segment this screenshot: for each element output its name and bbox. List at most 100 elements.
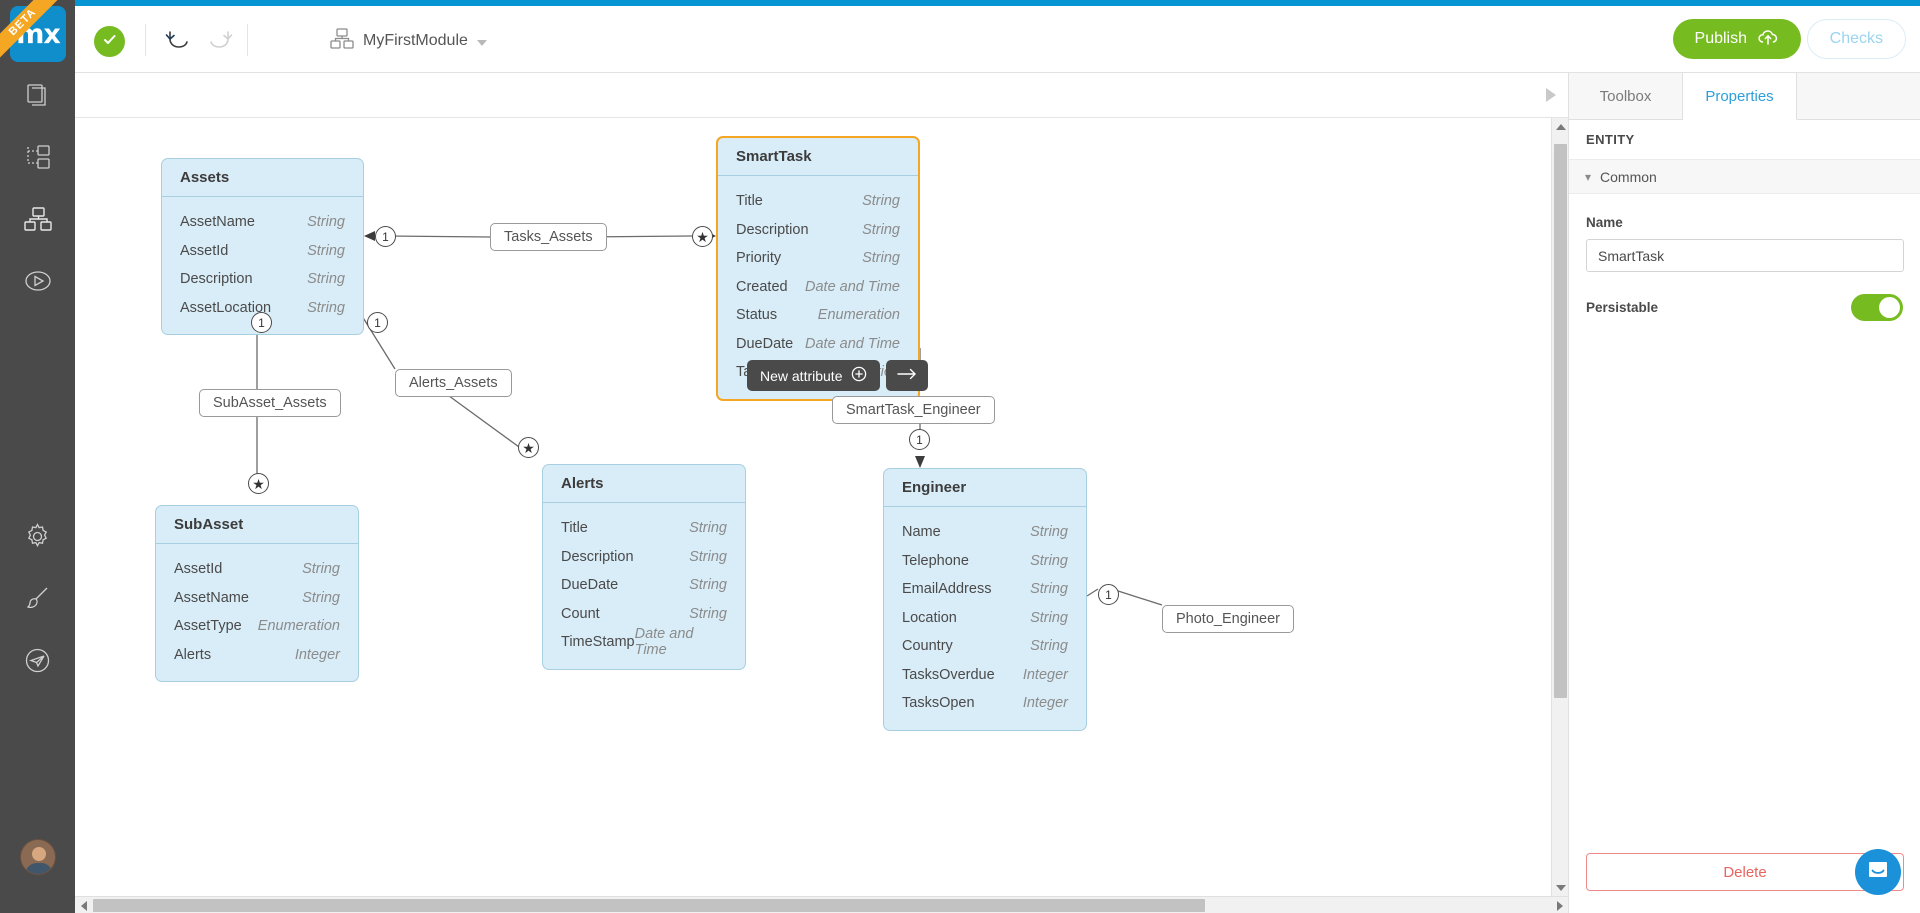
- horizontal-scroll-thumb[interactable]: [93, 899, 1205, 912]
- toggle-knob: [1879, 297, 1900, 318]
- module-selector[interactable]: MyFirstModule: [330, 24, 487, 58]
- persistable-toggle[interactable]: [1851, 294, 1903, 321]
- scroll-right-button[interactable]: [1551, 897, 1568, 913]
- redo-button[interactable]: [203, 24, 239, 58]
- name-input[interactable]: [1586, 239, 1904, 272]
- undo-button[interactable]: [159, 24, 195, 58]
- cardinality-badge: ★: [518, 437, 539, 458]
- checks-label: Checks: [1829, 30, 1883, 47]
- user-avatar[interactable]: [20, 839, 56, 875]
- chat-bubble-icon: [1866, 858, 1890, 887]
- sidebar-item-settings[interactable]: [0, 505, 75, 567]
- cardinality-badge: ★: [692, 226, 713, 247]
- persistable-label: Persistable: [1586, 300, 1659, 315]
- feedback-send-icon: [24, 647, 51, 674]
- attribute-name: TasksOverdue: [902, 666, 995, 683]
- checkmark-icon: [101, 31, 118, 53]
- checks-button[interactable]: Checks: [1806, 19, 1906, 59]
- canvas-horizontal-scrollbar[interactable]: [75, 896, 1568, 913]
- association-label-alerts_assets[interactable]: Alerts_Assets: [395, 369, 512, 397]
- attribute-type: String: [1030, 552, 1068, 569]
- association-label-smarttask_engineer[interactable]: SmartTask_Engineer: [832, 396, 995, 424]
- delete-button[interactable]: Delete: [1586, 853, 1904, 891]
- entity-title: SubAsset: [156, 506, 358, 544]
- tab-properties[interactable]: Properties: [1683, 73, 1797, 120]
- publish-button[interactable]: Publish: [1672, 19, 1801, 59]
- association-label-subasset_assets[interactable]: SubAsset_Assets: [199, 389, 341, 417]
- scroll-up-button[interactable]: [1552, 118, 1569, 135]
- attribute-name: AssetLocation: [180, 299, 272, 316]
- attribute-name: Count: [561, 605, 600, 622]
- attribute-name: Telephone: [902, 552, 969, 569]
- chevron-right-icon[interactable]: [1546, 88, 1556, 102]
- toolbar-divider-1: [145, 24, 146, 56]
- sidebar-item-domain-model[interactable]: [0, 188, 75, 250]
- status-ok-badge[interactable]: [94, 26, 125, 57]
- canvas-vertical-scrollbar[interactable]: [1551, 118, 1568, 896]
- attribute-name: AssetId: [180, 242, 229, 259]
- scroll-down-button[interactable]: [1552, 879, 1569, 896]
- redo-arrow-icon: [208, 27, 234, 56]
- new-association-button[interactable]: [886, 360, 929, 391]
- attribute-name: AssetId: [174, 561, 223, 578]
- section-common[interactable]: ▾ Common: [1569, 160, 1920, 194]
- new-attribute-button[interactable]: New attribute: [747, 360, 881, 391]
- scroll-left-button[interactable]: [75, 897, 92, 913]
- attribute-name: AssetName: [174, 589, 249, 606]
- mendix-logo[interactable]: mx: [10, 6, 66, 62]
- sidebar-item-navigation[interactable]: [0, 126, 75, 188]
- association-label-tasks_assets[interactable]: Tasks_Assets: [490, 223, 607, 251]
- attribute-type: String: [307, 271, 345, 288]
- attribute-name: Name: [902, 524, 941, 541]
- attribute-row[interactable]: Telephone String: [884, 547, 1086, 576]
- cardinality-badge: 1: [1098, 584, 1119, 605]
- triangle-up-icon: [1555, 123, 1566, 130]
- tab-toolbox[interactable]: Toolbox: [1569, 73, 1683, 120]
- attribute-name: Priority: [736, 250, 782, 267]
- sidebar-item-theme[interactable]: [0, 567, 75, 629]
- vertical-scroll-thumb[interactable]: [1554, 144, 1567, 698]
- attribute-name: Description: [561, 548, 634, 565]
- name-field-label: Name: [1586, 215, 1623, 230]
- attribute-type: Enumeration: [817, 307, 900, 324]
- attribute-type: String: [862, 193, 900, 210]
- sidebar-item-run[interactable]: [0, 250, 75, 312]
- sidebar-item-pages[interactable]: [0, 64, 75, 126]
- sidebar-item-feedback[interactable]: [0, 629, 75, 691]
- intercom-chat-button[interactable]: [1855, 849, 1901, 895]
- association-label-photo_engineer[interactable]: Photo_Engineer: [1162, 605, 1294, 633]
